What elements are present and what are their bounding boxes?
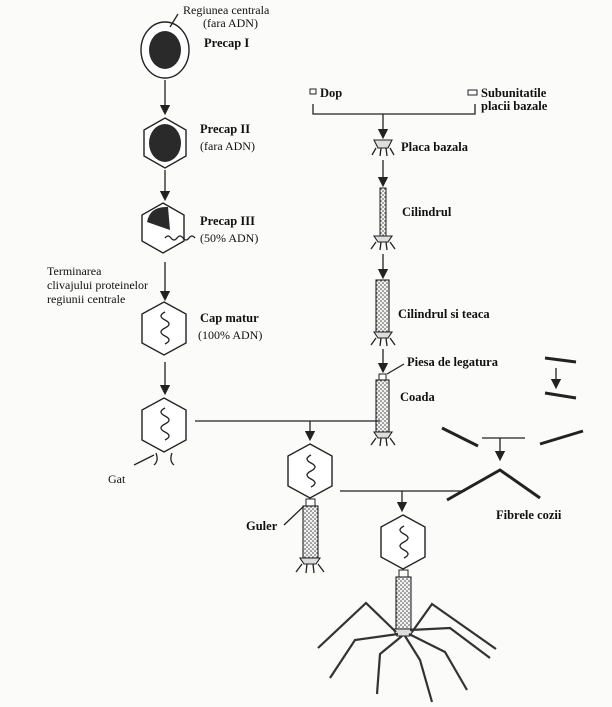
precap3-particle bbox=[141, 202, 196, 254]
tail-particle bbox=[370, 373, 396, 447]
label-dna-50: (50% ADN) bbox=[200, 231, 258, 245]
joined-phage-particle bbox=[287, 443, 333, 574]
complete-phage-particle bbox=[317, 514, 497, 703]
label-term-line3: regiunii centrale bbox=[47, 292, 125, 306]
bracket-plug-subunits bbox=[312, 104, 476, 115]
label-no-dna-1: (fara ADN) bbox=[203, 16, 258, 30]
head-with-neck-particle bbox=[141, 397, 187, 466]
label-tail: Coada bbox=[400, 390, 435, 404]
pointer-connector bbox=[386, 363, 405, 375]
baseplate-subunit-particle bbox=[467, 89, 478, 96]
baseplate-particle bbox=[371, 139, 395, 157]
label-precap1: Precap I bbox=[204, 36, 249, 50]
tail-fiber-assembly bbox=[441, 356, 584, 502]
precap1-particle bbox=[140, 13, 190, 79]
label-precap3: Precap III bbox=[200, 214, 255, 228]
label-plug: Dop bbox=[320, 86, 342, 100]
mature-head-particle bbox=[141, 301, 187, 356]
label-mature-head: Cap matur bbox=[200, 311, 259, 325]
cylinder-particle bbox=[370, 187, 396, 251]
label-term-line2: clivajului proteinelor bbox=[47, 278, 148, 292]
label-central-region: Regiunea centrala bbox=[183, 3, 270, 17]
plug-particle bbox=[309, 88, 317, 95]
label-precap2: Precap II bbox=[200, 122, 250, 136]
precap2-particle bbox=[143, 117, 187, 169]
label-term-line1: Terminarea bbox=[47, 264, 102, 278]
label-dna-100: (100% ADN) bbox=[198, 328, 262, 342]
label-cylinder: Cilindrul bbox=[402, 205, 452, 219]
pointer-collar bbox=[283, 505, 305, 526]
label-neck: Gat bbox=[108, 472, 126, 486]
label-no-dna-2: (fara ADN) bbox=[200, 139, 255, 153]
label-connector: Piesa de legatura bbox=[407, 355, 499, 369]
label-baseplate: Placa bazala bbox=[401, 140, 469, 154]
label-baseplate-sub-line2: placii bazale bbox=[481, 99, 548, 113]
label-tail-fibers: Fibrele cozii bbox=[496, 508, 562, 522]
label-baseplate-sub-line1: Subunitatile bbox=[481, 86, 547, 100]
pointer-neck bbox=[133, 454, 155, 466]
label-collar: Guler bbox=[246, 519, 278, 533]
cylinder-sheath-particle bbox=[370, 279, 396, 347]
label-cylinder-sheath: Cilindrul si teaca bbox=[398, 307, 490, 321]
